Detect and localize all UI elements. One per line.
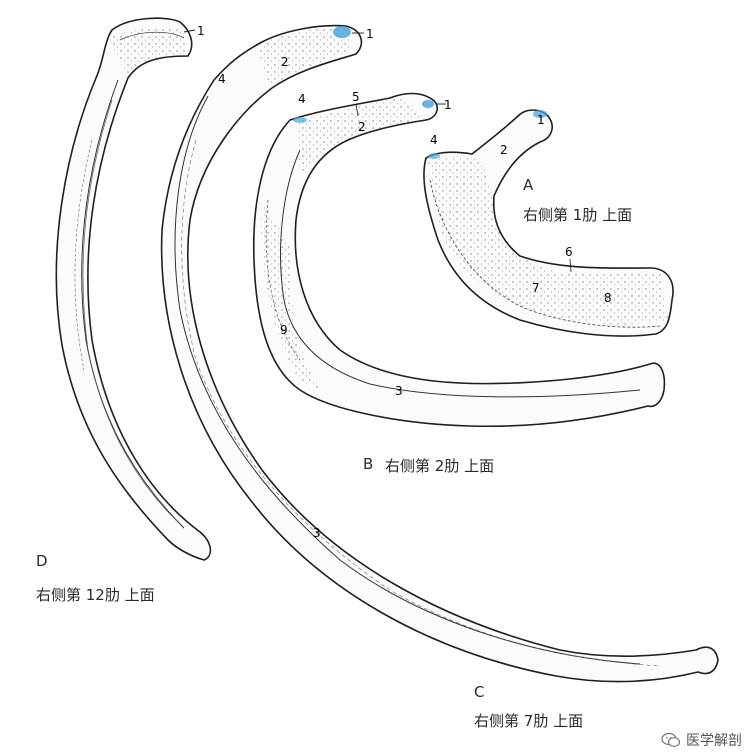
panel-c-letter: C <box>474 683 485 701</box>
label-c-4: 4 <box>218 72 226 86</box>
panel-b-letter: B <box>363 455 374 473</box>
label-b-3: 3 <box>395 384 403 398</box>
label-a-4: 4 <box>430 133 438 147</box>
panel-a-letter: A <box>523 176 534 194</box>
rib-12-shape <box>55 17 212 561</box>
rib-12: 1 <box>55 17 212 561</box>
label-a-7: 7 <box>532 281 540 295</box>
panel-c-caption: 右侧第 7肋 上面 <box>474 712 584 730</box>
label-c-1: 1 <box>366 27 374 41</box>
label-b-2: 2 <box>358 120 366 134</box>
rib-2: 1 4 5 2 9 3 <box>252 90 666 428</box>
panel-d-caption: 右侧第 12肋 上面 <box>36 586 155 604</box>
panel-a-caption: 右侧第 1肋 上面 <box>523 206 633 224</box>
rib-7-shape <box>160 24 719 683</box>
watermark-text: 医学解剖 <box>686 733 742 749</box>
rib-7-cartilage <box>333 26 351 38</box>
label-a-8: 8 <box>604 291 612 305</box>
rib-2-cartilage <box>422 100 434 108</box>
label-a-1: 1 <box>537 113 545 127</box>
rib-1: 1 2 4 6 7 8 <box>423 109 674 337</box>
panel-d-letter: D <box>36 552 48 570</box>
label-b-9: 9 <box>280 323 288 337</box>
label-b-5: 5 <box>352 90 360 104</box>
rib-7: 1 2 4 3 <box>160 24 719 683</box>
label-c-3: 3 <box>313 526 321 540</box>
label-a-2: 2 <box>500 143 508 157</box>
watermark: 医学解剖 <box>661 730 742 750</box>
label-c-2: 2 <box>281 55 289 69</box>
wechat-icon <box>661 732 681 748</box>
label-b-1: 1 <box>444 98 452 112</box>
label-d-1: 1 <box>197 24 205 38</box>
label-b-4: 4 <box>298 92 306 106</box>
panel-b-caption: 右侧第 2肋 上面 <box>385 457 495 475</box>
rib-2-shape <box>252 92 666 428</box>
rib-1-cartilage <box>533 110 547 118</box>
label-a-6: 6 <box>565 245 573 259</box>
